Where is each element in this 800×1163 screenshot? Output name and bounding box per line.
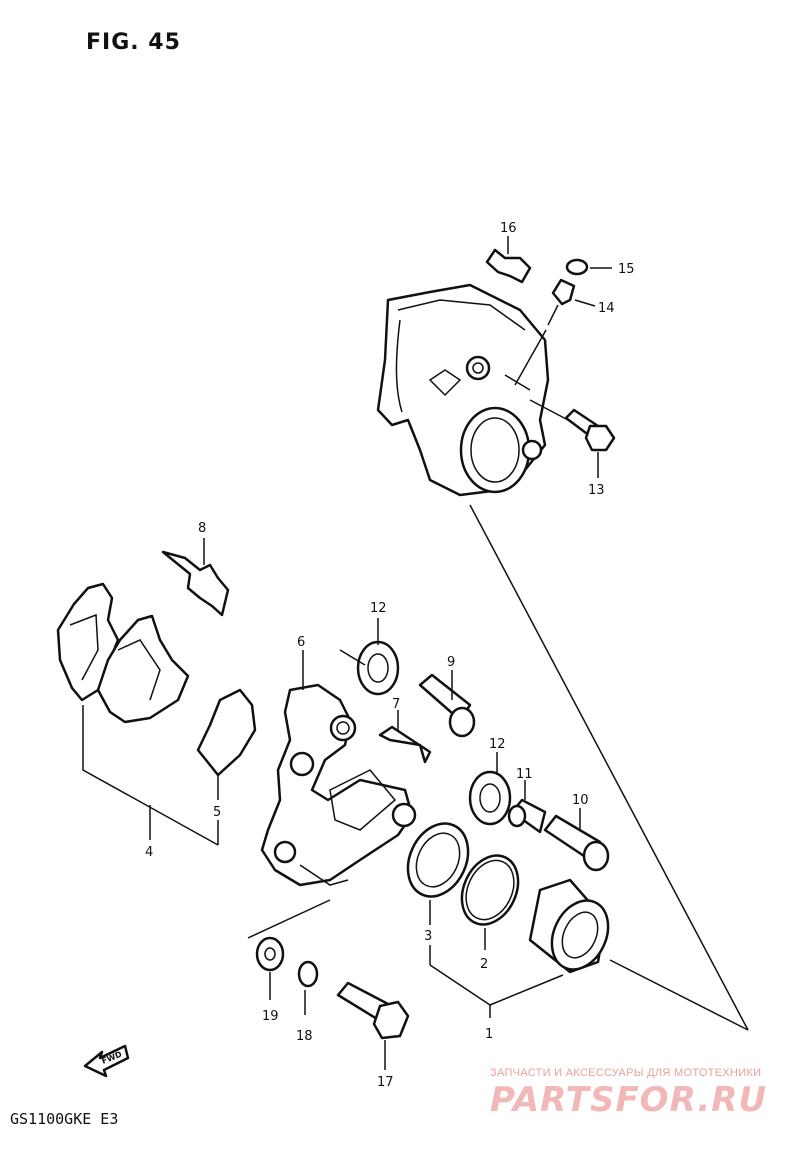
callout-10: 10 [572, 793, 589, 808]
part-16-clip [485, 236, 532, 284]
part-6-bracket [260, 650, 417, 887]
callout-17: 17 [377, 1075, 394, 1090]
part-7-clip [378, 710, 432, 764]
guide-line-main [469, 504, 749, 1031]
part-2-ring [460, 854, 520, 950]
callout-15: 15 [618, 262, 635, 277]
callout-6: 6 [297, 635, 305, 650]
callout-7: 7 [392, 697, 400, 712]
callout-13: 13 [588, 483, 605, 498]
part-9-pin [418, 670, 476, 738]
guide-line-piston [609, 959, 749, 1031]
callout-1: 1 [485, 1027, 493, 1042]
part-8-spring [161, 538, 230, 617]
watermark-logo: PARTSFOR.RU [490, 1080, 768, 1120]
part-1-piston [429, 878, 610, 1018]
part-12-boot-lower [468, 752, 512, 826]
callout-5: 5 [213, 805, 221, 820]
part-15-cap [565, 258, 612, 276]
callout-8: 8 [198, 521, 206, 536]
callout-19: 19 [262, 1009, 279, 1024]
callout-12-upper: 12 [370, 601, 387, 616]
callout-18: 18 [296, 1029, 313, 1044]
callout-9: 9 [447, 655, 455, 670]
callout-14: 14 [598, 301, 615, 316]
callout-4: 4 [145, 845, 153, 860]
callout-2: 2 [480, 957, 488, 972]
part-4-pad-pair [56, 582, 219, 846]
guide-line-bracket [247, 899, 331, 939]
part-19-washer [255, 936, 285, 1000]
part-17-bolt [336, 981, 410, 1070]
part-14-bleeder [514, 278, 596, 386]
callout-12-lower: 12 [489, 737, 506, 752]
part-13-bolt [529, 399, 616, 478]
part-18-lock-washer [297, 960, 319, 1015]
figure-title: FIG. 45 [86, 30, 181, 55]
fwd-arrow-icon: FWD [83, 1044, 130, 1078]
caliper-body [376, 283, 550, 497]
callout-11: 11 [516, 767, 533, 782]
part-10-pin [543, 808, 610, 872]
part-11-sleeve [507, 780, 547, 834]
part-5-shim [196, 688, 257, 845]
part-3-seal [406, 822, 470, 965]
callout-16: 16 [500, 221, 517, 236]
part-12-boot-upper [339, 618, 400, 696]
callout-3: 3 [424, 929, 432, 944]
watermark-tagline: ЗАПЧАСТИ И АКСЕССУАРЫ ДЛЯ МОТОТЕХНИКИ [490, 1067, 762, 1079]
model-code: GS1100GKE E3 [10, 1110, 119, 1128]
